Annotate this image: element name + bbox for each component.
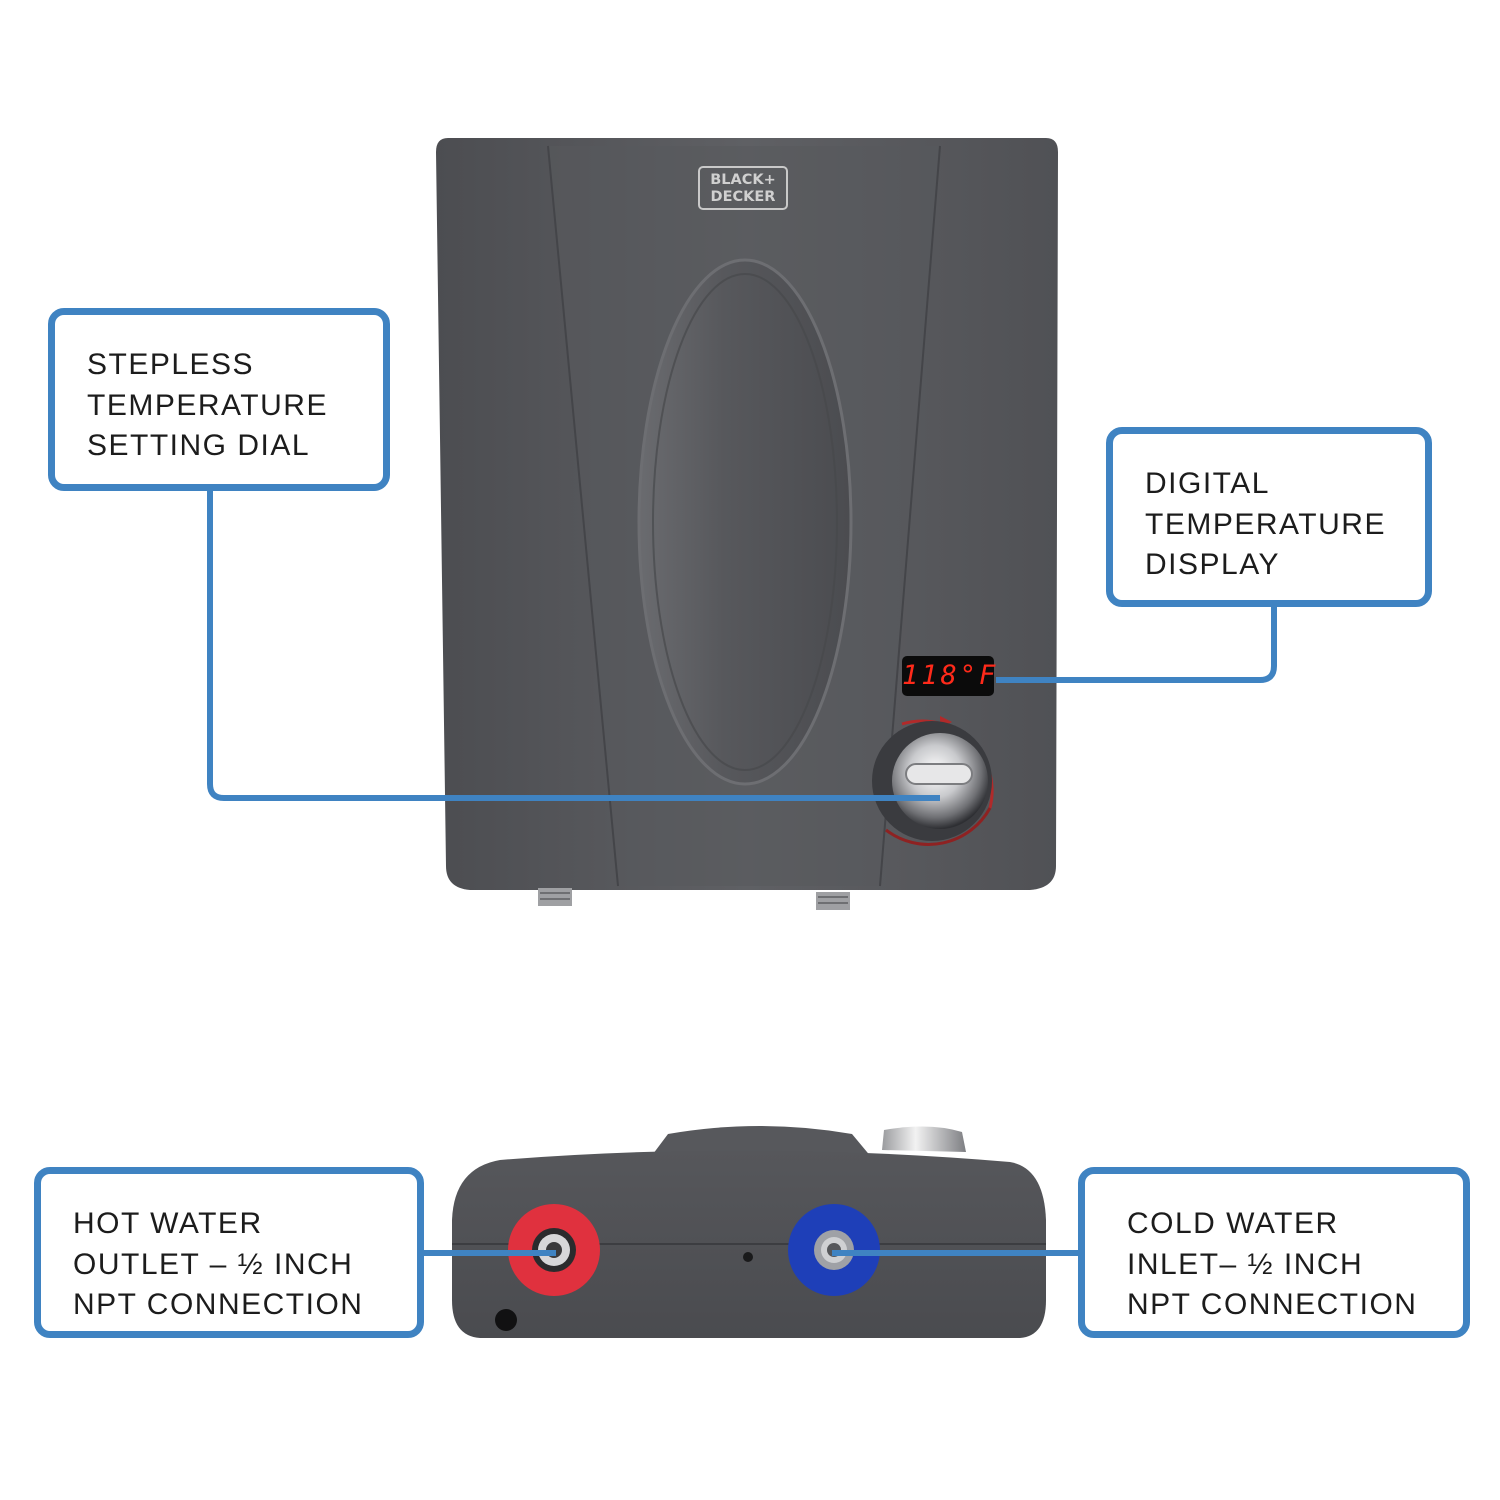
callout-line: COLD WATER	[1127, 1207, 1339, 1240]
callout-line: INLET– ½ INCH	[1127, 1247, 1364, 1281]
callout-line: DIGITAL	[1145, 467, 1270, 500]
drain-hole	[495, 1309, 517, 1331]
callout-line: TEMPERATURE	[1145, 507, 1386, 541]
callout-line: TEMPERATURE	[87, 388, 328, 422]
water-heater-front-view	[436, 138, 1058, 910]
callout-line: NPT CONNECTION	[1127, 1288, 1418, 1321]
callout-line: SETTING DIAL	[87, 429, 311, 462]
water-heater-bottom-view	[452, 1126, 1046, 1338]
logo-line-1: BLACK+	[710, 172, 776, 188]
bottom-fitting-right	[816, 892, 850, 910]
callout-digital-display: DIGITAL TEMPERATURE DISPLAY	[1106, 427, 1432, 607]
leader-dial	[207, 491, 940, 801]
temperature-dial[interactable]	[872, 716, 994, 846]
bottom-fitting-left	[538, 888, 572, 906]
callout-temperature-dial: STEPLESS TEMPERATURE SETTING DIAL	[48, 308, 390, 491]
digital-temperature-readout: 118°F	[902, 656, 995, 696]
callout-line: OUTLET – ½ INCH	[73, 1247, 354, 1281]
callout-leader-lines	[207, 491, 1277, 1256]
callout-line: HOT WATER	[73, 1207, 263, 1240]
leader-display	[996, 607, 1277, 683]
sensor-hole	[743, 1252, 753, 1262]
callout-line: STEPLESS	[87, 348, 255, 381]
callout-line: DISPLAY	[1145, 548, 1280, 581]
dial-chrome-edge	[882, 1126, 966, 1152]
brand-logo: BLACK+ DECKER	[698, 166, 788, 210]
logo-line-2: DECKER	[710, 189, 776, 205]
callout-hot-water-outlet: HOT WATER OUTLET – ½ INCH NPT CONNECTION	[34, 1167, 424, 1338]
callout-line: NPT CONNECTION	[73, 1288, 364, 1321]
callout-cold-water-inlet: COLD WATER INLET– ½ INCH NPT CONNECTION	[1078, 1167, 1470, 1338]
